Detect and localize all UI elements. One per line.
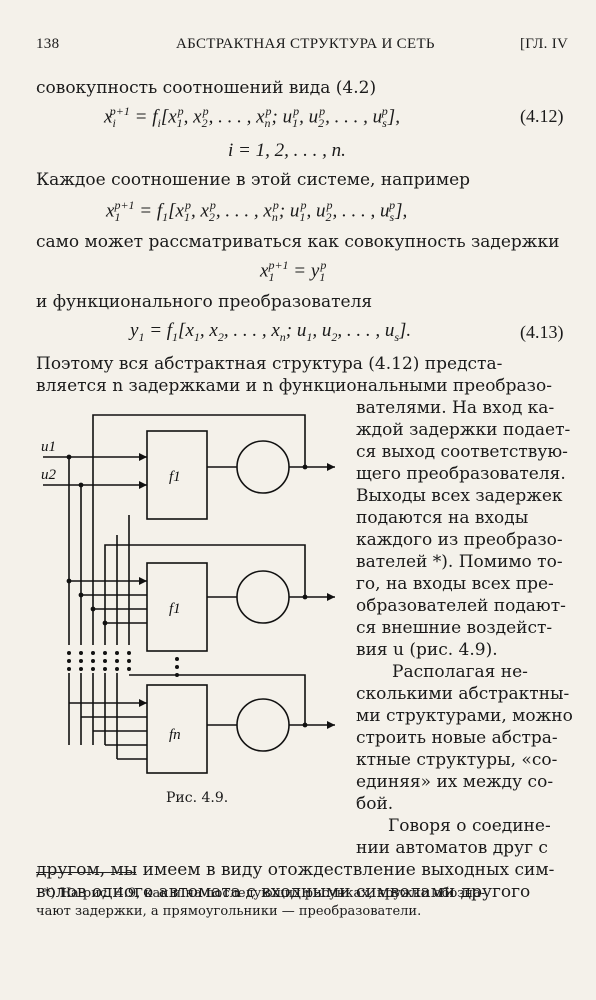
running-title: АБСТРАКТНАЯ СТРУКТУРА И СЕТЬ <box>176 36 435 52</box>
equation-first-component: x1p+1 = f1[x1p, x2p, . . . , xnp; u1p, u… <box>106 198 408 225</box>
right-col-line: го, на входы всех пре- <box>356 574 554 594</box>
right-col-line: Располагая не- <box>392 662 528 682</box>
input-label-u2: u2 <box>41 467 57 483</box>
function-block-2 <box>146 562 208 652</box>
chapter-label: [ГЛ. IV <box>520 36 569 52</box>
text-line-final-2: волов одного автомата с входными символа… <box>36 882 531 902</box>
text-line-final-1: другом, мы имеем в виду отождествление в… <box>36 860 555 880</box>
right-col-line: строить новые абстра- <box>356 728 558 748</box>
equation-number-4-13: (4.13) <box>520 322 564 342</box>
block-label-1: f1 <box>169 469 181 485</box>
page-number: 138 <box>36 36 60 52</box>
delay-circle-2 <box>236 570 290 624</box>
text-line-3: само может рассматриваться как совокупно… <box>36 232 560 252</box>
footnote-line-1: *) На рис. 4.9, как и на последующих рис… <box>44 886 486 901</box>
right-col-line: ми структурами, можно <box>356 706 573 726</box>
right-col-line: ся внешние воздейст- <box>356 618 553 638</box>
equation-4-12: xip+1 = fi[x1p, x2p, . . . , xnp; u1p, u… <box>104 104 400 131</box>
block-label-n: fn <box>169 727 181 743</box>
right-col-line: Говоря о соедине- <box>388 816 551 836</box>
right-col-line: ктные структуры, «со- <box>356 750 558 770</box>
right-col-line: Выходы всех задержек <box>356 486 563 506</box>
right-col-line: единяя» их между со- <box>356 772 554 792</box>
paragraph-line-2: вляется n задержками и n функциональными… <box>36 376 552 396</box>
input-label-u1: u1 <box>41 439 56 455</box>
text-line-4: и функционального преобразователя <box>36 292 373 312</box>
figure-4-9-diagram: u1 u2 f1 f1 fn <box>41 414 335 774</box>
right-col-line: ся выход соответствую- <box>356 442 568 462</box>
right-col-line: щего преобразователя. <box>356 464 566 484</box>
right-col-line: нии автоматов друг с <box>356 838 548 858</box>
figure-caption: Рис. 4.9. <box>166 790 229 806</box>
function-block-1 <box>146 430 208 520</box>
index-range: i = 1, 2, . . . , n. <box>228 140 346 161</box>
paragraph-line-1: Поэтому вся абстрактная структура (4.12)… <box>36 354 503 374</box>
function-block-n <box>146 684 208 774</box>
delay-circle-n <box>236 698 290 752</box>
right-col-line: образователей подают- <box>356 596 566 616</box>
delay-circle-1 <box>236 440 290 494</box>
footnote-line-2: чают задержки, а прямоугольники — преобр… <box>36 904 422 919</box>
equation-delay: x1p+1 = y1p <box>260 258 327 285</box>
block-label-2: f1 <box>169 601 181 617</box>
right-col-line: подаются на входы <box>356 508 529 528</box>
footnote-rule <box>36 872 136 873</box>
right-col-line: вателями. На вход ка- <box>356 398 555 418</box>
ellipsis-dots <box>67 651 179 677</box>
text-line-2: Каждое соотношение в этой системе, напри… <box>36 170 471 190</box>
equation-number-4-12: (4.12) <box>520 106 564 126</box>
text-line-1: совокупность соотношений вида (4.2) <box>36 78 377 98</box>
right-col-line: вателей *). Помимо то- <box>356 552 563 572</box>
right-col-line: ждой задержки подает- <box>356 420 571 440</box>
right-col-line: сколькими абстрактны- <box>356 684 570 704</box>
equation-4-13: y1 = f1[x1, x2, . . . , xn; u1, u2, . . … <box>130 320 412 344</box>
right-col-line: вия u (рис. 4.9). <box>356 640 498 660</box>
right-col-line: каждого из преобразо- <box>356 530 563 550</box>
right-col-line: бой. <box>356 794 394 814</box>
